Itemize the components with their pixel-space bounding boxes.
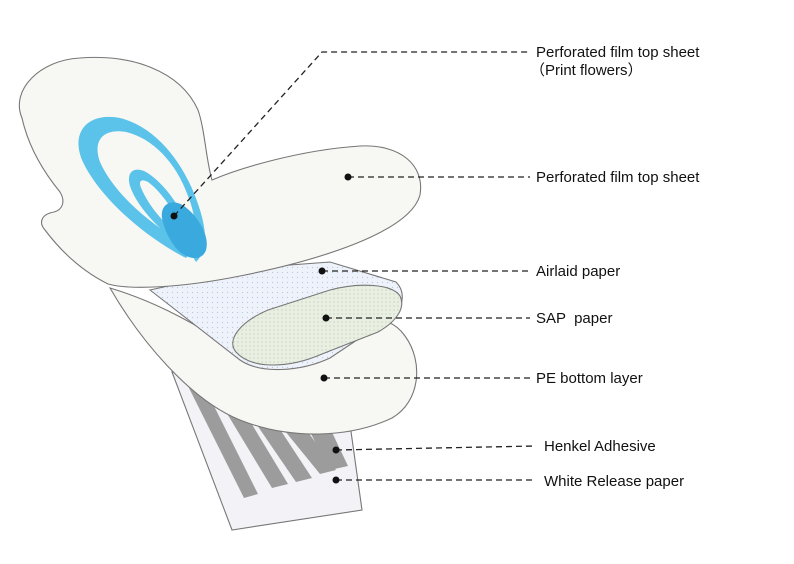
leader-dot (170, 212, 178, 220)
top-sheet-shape (18, 56, 422, 288)
sap-paper-shape (232, 284, 403, 366)
leader-line-topsheet-print (173, 51, 530, 217)
leader-dot (318, 267, 326, 275)
leader-dot (332, 446, 340, 454)
label-release-paper: White Release paper (544, 473, 684, 490)
label-sap: SAP paper (536, 310, 612, 327)
label-topsheet: Perforated film top sheet (536, 169, 700, 186)
label-adhesive: Henkel Adhesive (544, 438, 656, 455)
leader-dots (170, 173, 352, 484)
adhesive-stripe (310, 428, 348, 470)
label-topsheet-print-line2: （Print flowers） (530, 62, 643, 79)
label-airlaid: Airlaid paper (536, 263, 620, 280)
leader-dot (320, 374, 328, 382)
label-pe-bottom: PE bottom layer (536, 370, 643, 387)
label-topsheet-print-line1: Perforated film top sheet (536, 44, 700, 61)
leader-dot (344, 173, 352, 181)
adhesive-stripe (184, 374, 258, 498)
leader-dot (332, 476, 340, 484)
leader-line-adhesive (335, 445, 537, 451)
leader-dot (322, 314, 330, 322)
leader-lines (173, 51, 537, 481)
